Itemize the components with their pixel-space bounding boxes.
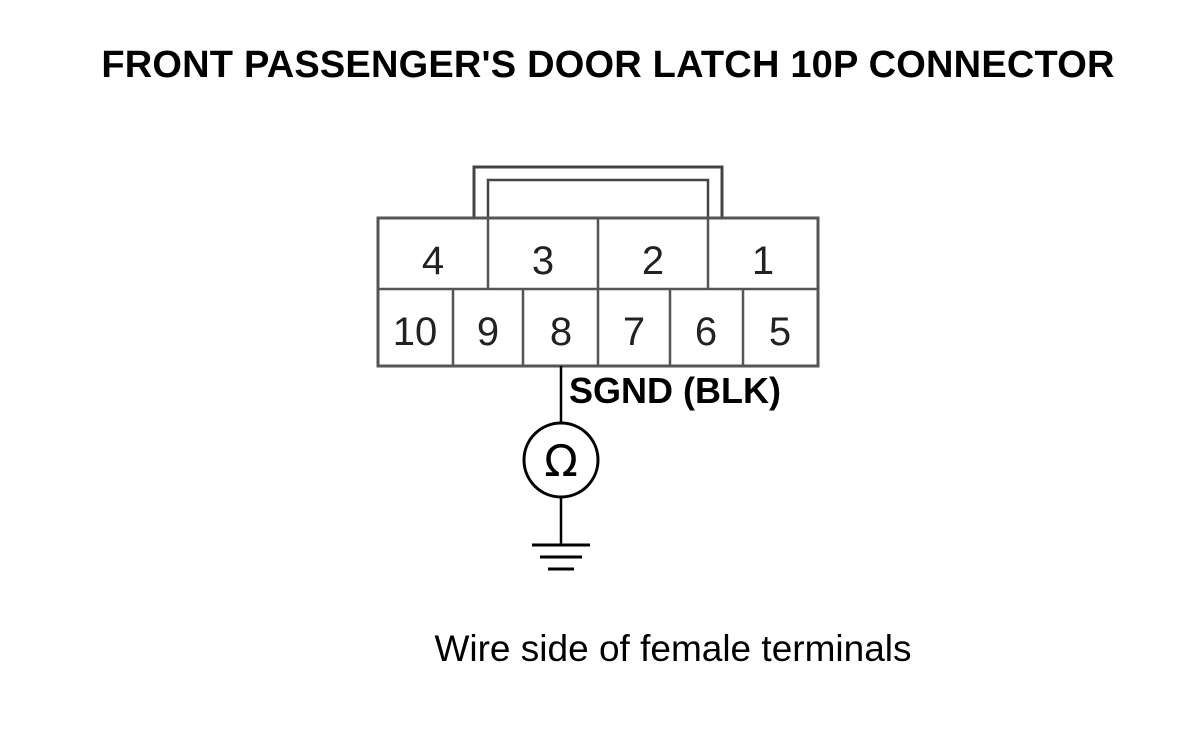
terminal-7: 7 (623, 310, 645, 354)
ohm-symbol: Ω (544, 436, 578, 487)
terminal-8: 8 (550, 310, 572, 354)
terminal-9: 9 (477, 310, 499, 354)
terminal-6: 6 (695, 310, 717, 354)
wire-label: SGND (BLK) (569, 370, 781, 411)
terminal-10: 10 (393, 310, 438, 354)
connector-body (376, 216, 820, 368)
terminal-5: 5 (769, 310, 791, 354)
diagram-caption: Wire side of female terminals (434, 628, 912, 669)
connector-lock-tab (472, 165, 724, 218)
top-row-terminals: 4 3 2 1 (422, 239, 774, 283)
bottom-row-terminals: 10 9 8 7 6 5 (393, 310, 791, 354)
terminal-4: 4 (422, 239, 444, 283)
terminal-3: 3 (532, 239, 554, 283)
ohmmeter-icon: Ω (522, 421, 600, 499)
diagram-title: FRONT PASSENGER'S DOOR LATCH 10P CONNECT… (101, 44, 1115, 86)
ground-icon (532, 543, 590, 571)
terminal-1: 1 (752, 239, 774, 283)
terminal-2: 2 (642, 239, 664, 283)
